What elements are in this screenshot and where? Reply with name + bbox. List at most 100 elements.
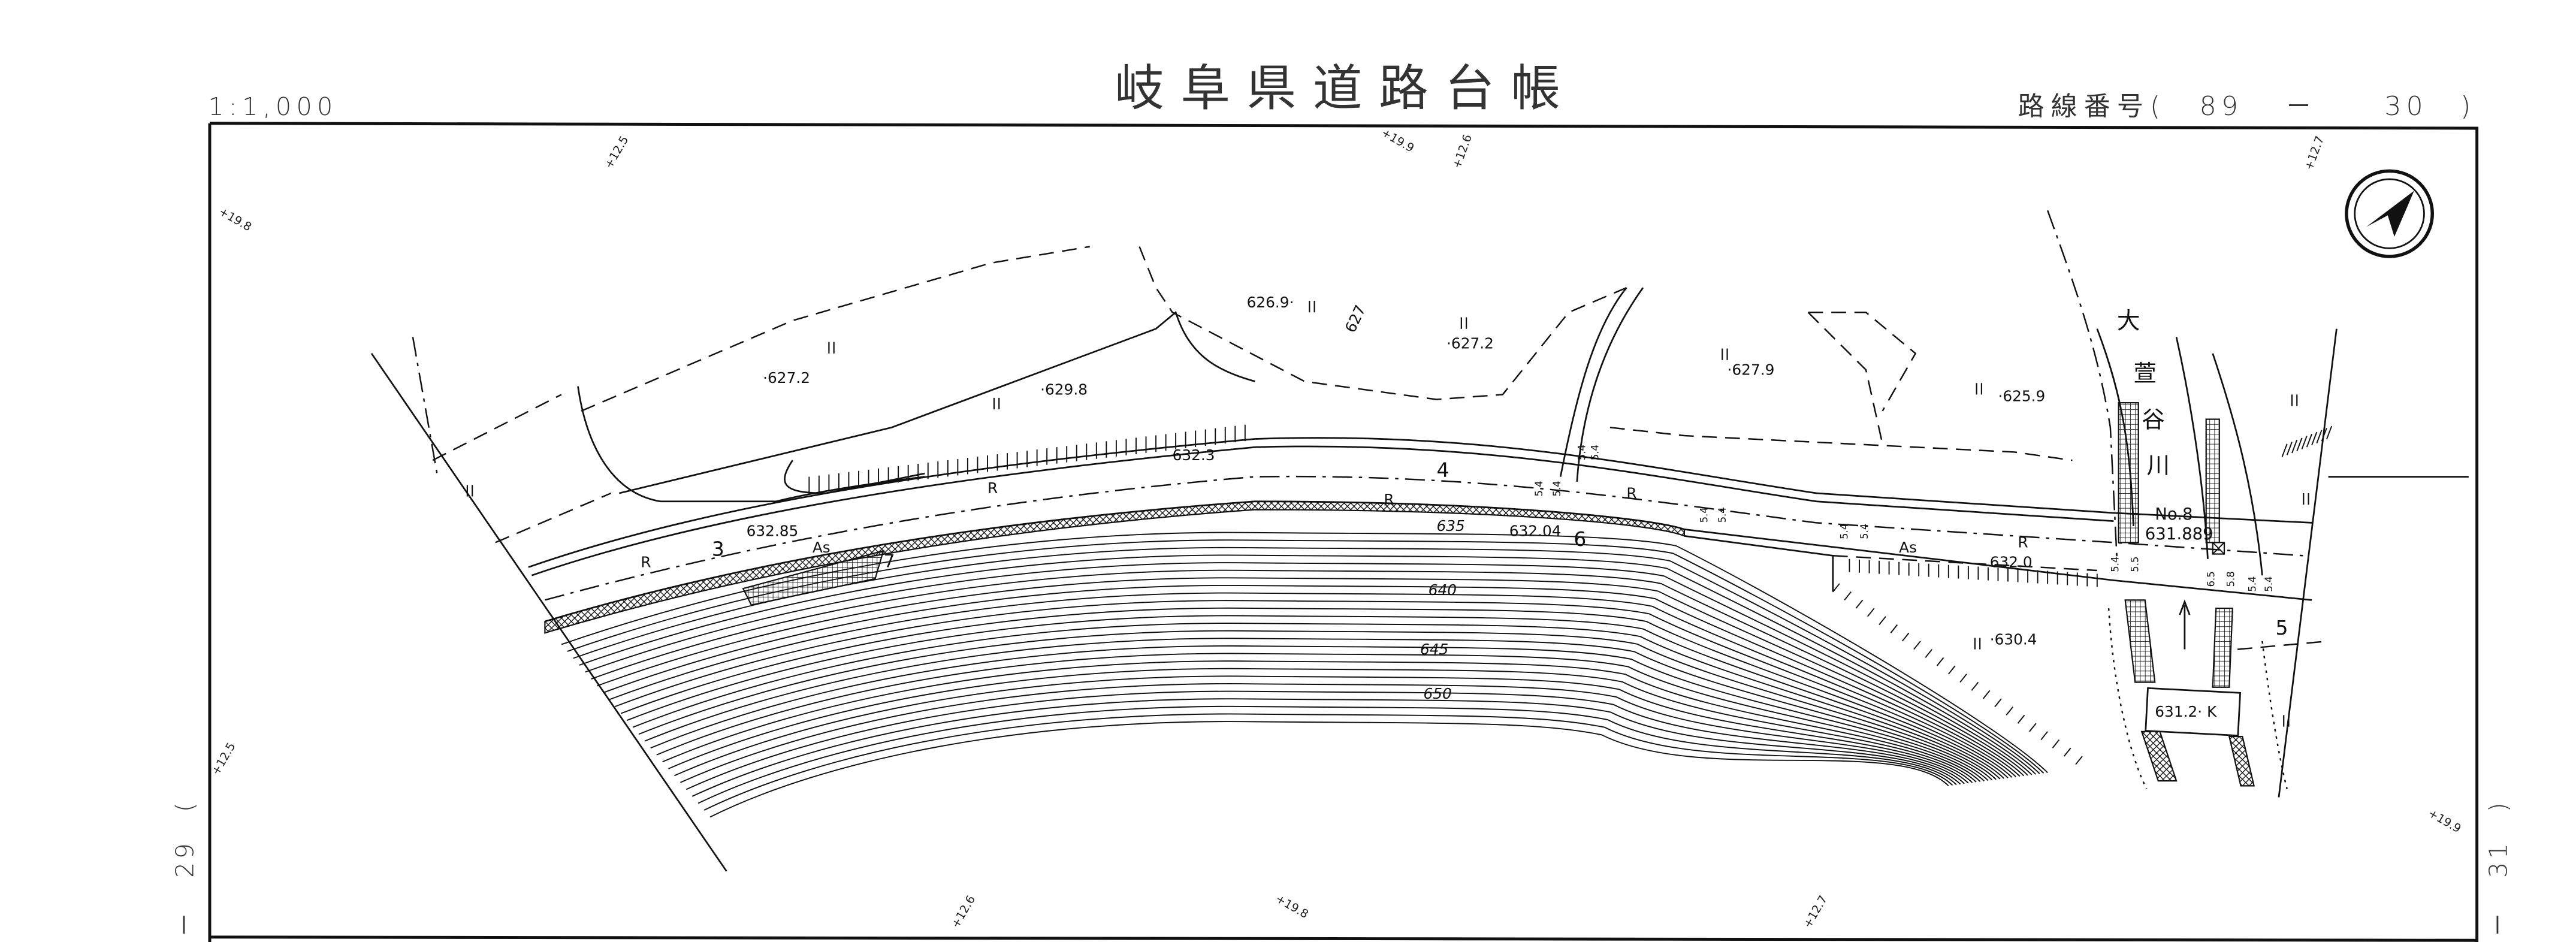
station-mark: +19.8 [1273,892,1311,921]
elevation-label: 632.85 [747,522,799,539]
elevation-label: ·627.9 [1728,361,1775,379]
contour-line [626,615,2005,779]
svg-text:6.5: 6.5 [2205,571,2216,587]
bridge-box [2145,687,2242,736]
field-symbol-icon [466,485,473,497]
elevation-label: 632.0 [1990,554,2033,571]
svg-text:5.4: 5.4 [1533,481,1545,496]
svg-text:5.4: 5.4 [1551,481,1563,496]
svg-text:5.4: 5.4 [2246,576,2258,591]
contour-line [573,547,2040,774]
contour-line [561,532,2048,774]
contour-line [585,562,2033,775]
bridge-label: 631.2· K [2155,703,2217,720]
contour-label: 635 [1437,517,1465,535]
station-mark: +12.7 [2302,134,2327,172]
station-mark: +12.6 [1449,132,1475,170]
contour-line [697,705,1957,804]
svg-text:): ) [2484,802,2512,812]
svg-text:5.4: 5.4 [1859,524,1870,539]
field-symbol-icon [2291,394,2298,406]
map-title: 岐阜県道路台帳 [1115,60,1577,117]
svg-text:7: 7 [883,551,895,572]
contour-line [608,592,2016,778]
contour-line [662,660,1981,783]
svg-text:3: 3 [712,537,724,560]
contour-line [674,675,1973,783]
sheet-link-right[interactable]: ) 31 － [2484,802,2512,937]
elevation-label: 632.04 [1509,522,1562,539]
svg-text:5.4: 5.4 [1717,507,1728,523]
benchmark: No.8 631.889 [2145,505,2225,555]
contour-line [567,539,2045,774]
field-symbol-icon [1722,348,1728,360]
field-symbol-icon [1974,638,1981,650]
elevation-label: ·625.9 [1998,387,2045,404]
svg-text:5.4: 5.4 [1577,445,1588,460]
svg-text:5.4: 5.4 [1698,507,1710,523]
contour-label: 645 [1420,641,1448,658]
river-name: 大 萱 谷 川 [2117,308,2170,479]
contour-line [638,630,1997,780]
contour-line [591,569,2028,776]
map-scale: 1:1,000 [208,92,337,121]
contour-line [680,683,1969,784]
elevation-label: ·630.4 [1990,630,2037,648]
contour-line [703,713,1953,811]
flow-arrow-icon [2179,599,2191,650]
contour-label: 650 [1423,685,1451,702]
svg-text:5.4: 5.4 [1839,524,1850,539]
svg-text:5.4: 5.4 [2110,557,2121,572]
contour-line [620,607,2009,778]
station-mark: +12.5 [602,134,632,171]
contour-line [632,623,2001,780]
svg-text:As: As [813,539,831,556]
contour-line [644,638,1993,781]
field-symbol-icon [828,342,835,354]
contour-line [650,645,1989,781]
station-mark: +12.7 [1801,893,1831,930]
svg-text:大: 大 [2117,308,2140,335]
field-symbol-icon [1309,301,1315,313]
road-labels: As As R R R R R 3 4 5 6 7 [641,458,2288,639]
svg-text:29: 29 [170,840,199,878]
svg-text:4: 4 [1437,458,1449,482]
route-minor: 30 [2384,91,2428,122]
field-symbol-icon [2283,715,2290,727]
svg-text:萱: 萱 [2133,361,2157,388]
route-separator: － [2285,91,2312,122]
sheet-link-left[interactable]: ( 29 － [170,802,199,937]
svg-text:5.4: 5.4 [1590,445,1601,460]
route-number-open: ( [2150,91,2160,122]
contour-line [691,698,1961,797]
svg-text:31: 31 [2484,840,2512,878]
elevation-label: 627 [1342,303,1369,336]
station-mark: +19.8 [216,204,254,234]
road-width-dimensions: 5.4 5.4 5.4 5.4 5.4 5.4 5.4 5.4 5.5 6.5 … [1533,445,2275,592]
elevation-labels: ·627.2 ·629.8 626.9· ·627.2 ·627.9 ·625.… [747,294,2046,648]
route-number: 路線番号 ( 89 － 30 ) [2018,91,2471,122]
contour-line [579,554,2036,775]
left-boundary-line [370,353,727,872]
svg-text:川: 川 [2147,452,2170,479]
svg-text:As: As [1899,539,1917,556]
map-frame [208,122,2479,942]
field-symbol-icon [1976,383,1983,395]
elevation-label: ·627.2 [763,369,810,387]
elevation-label: ·629.8 [1040,381,1088,398]
left-chain-line [412,337,439,477]
benchmark-elevation: 631.889 [2145,524,2213,544]
road [528,437,2312,634]
benchmark-name: No.8 [2155,505,2193,524]
elevation-label: ·627.2 [1446,335,1494,352]
river [2046,210,2288,790]
contour-line [656,653,1985,782]
right-boundary-line [2278,328,2338,798]
svg-text:R: R [987,479,998,497]
field-symbol-icon [993,397,1000,410]
field-symbols [466,301,2309,727]
north-arrow-icon [2345,169,2435,258]
contour-label: 640 [1429,581,1457,599]
contour-line [668,668,1977,783]
contour-labels: 635 640 645 650 [1420,517,1465,702]
